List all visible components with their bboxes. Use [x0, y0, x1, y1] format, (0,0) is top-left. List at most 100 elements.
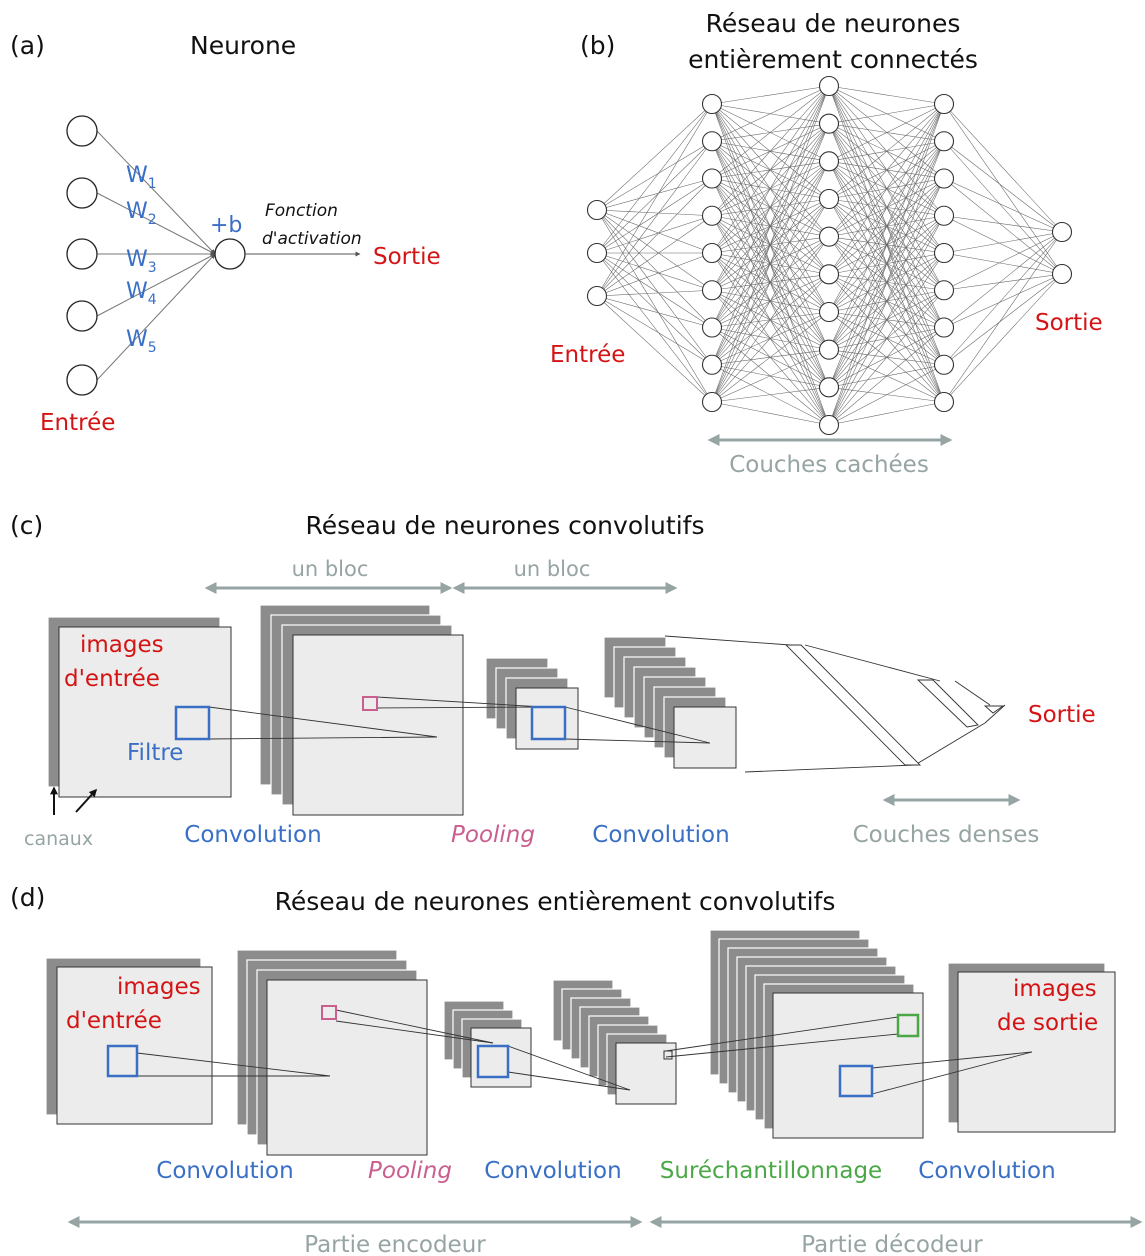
mlp-edge [943, 273, 1063, 403]
neuron-connections [96, 130, 216, 381]
mlp-edge [711, 198, 830, 403]
mlp-edge [596, 252, 713, 365]
neuron-edge-5 [96, 253, 216, 381]
dense-layer-1 [784, 644, 922, 766]
upsampling-label: Suréchantillonnage [660, 1158, 882, 1184]
mlp-edge [711, 274, 830, 403]
channels-arrow-2 [75, 788, 98, 813]
weight-label-3: W3 [126, 247, 157, 276]
mlp-neuron-layer-2 [701, 168, 723, 189]
mlp-neurons [586, 75, 1073, 436]
mlp-edge [828, 178, 945, 426]
mlp-edge [828, 103, 945, 426]
mlp-neuron-layer-3 [818, 113, 840, 134]
mlp-edge [711, 161, 830, 403]
mlp-edge [711, 123, 830, 403]
mlp-neuron-layer-2 [701, 317, 723, 338]
mlp-edge [596, 252, 713, 291]
panel-d-label: (d) [10, 883, 45, 912]
mlp-edge [596, 295, 713, 365]
mlp-edge [596, 295, 713, 328]
mlp-edge [828, 252, 945, 426]
mlp-edge [828, 103, 945, 162]
mlp-edge [711, 236, 830, 403]
mlp-edge [596, 215, 713, 254]
panel-d: (d) Réseau de neurones entièrement convo… [10, 883, 1143, 1256]
panel-a-label: (a) [10, 31, 45, 60]
mlp-edge [828, 364, 945, 426]
fcn-filter-box-2 [476, 1044, 510, 1079]
fcn-conv2-label: Convolution [484, 1158, 621, 1184]
feature-map-layer [957, 971, 1116, 1133]
mlp-edge [943, 252, 1063, 275]
hidden-layers-label: Couches cachées [729, 452, 929, 478]
mlp-edge [828, 215, 945, 426]
mlp-edge [828, 401, 945, 426]
panel-b-label: (b) [580, 31, 615, 60]
fcn-conv3-label: Convolution [918, 1158, 1055, 1184]
mlp-edge [596, 252, 713, 403]
fcn-conv1-stack [236, 949, 428, 1156]
encoder-label: Partie encodeur [304, 1232, 486, 1256]
mlp-edge [943, 231, 1063, 365]
panel-d-title: Réseau de neurones entièrement convoluti… [275, 887, 836, 916]
feature-map-layer [292, 634, 464, 816]
mlp-edge [711, 311, 830, 403]
cnn-input-label-line2: d'entrée [64, 666, 160, 692]
mlp-edge [943, 231, 1063, 291]
neuron-input-node-1 [66, 115, 98, 147]
mlp-edge [828, 141, 945, 426]
mlp-neuron-layer-2 [701, 205, 723, 226]
panel-c-title: Réseau de neurones convolutifs [306, 511, 705, 540]
mlp-edge [596, 215, 713, 297]
mlp-neuron-layer-3 [818, 377, 840, 398]
panel-a: (a) Neurone W1 W2 W3 W4 W5 +b Fonction d… [10, 31, 441, 436]
mlp-edge [943, 231, 1063, 403]
fcn-filter-box-3 [838, 1064, 874, 1098]
neuron-input-node-2 [66, 177, 98, 209]
neuron-input-node-3 [66, 238, 98, 270]
mlp-edge [943, 103, 1063, 233]
upsampling-box [896, 1013, 920, 1038]
panel-a-title: Neurone [190, 31, 296, 60]
cnn-input-label-line1: images [80, 632, 164, 658]
mlp-edge [711, 85, 830, 254]
fcn-output-stack [947, 962, 1116, 1133]
neuron-edge-2 [96, 192, 216, 255]
fcn-input-label-line2: d'entrée [66, 1008, 162, 1034]
fcn-pooling-label: Pooling [368, 1158, 452, 1184]
panel-c-label: (c) [10, 511, 43, 540]
activation-label-line2: d'activation [262, 229, 362, 249]
mlp-edge [596, 209, 713, 254]
fcn-pooling-box [321, 1005, 337, 1020]
mlp-edge [828, 290, 945, 426]
mlp-neuron-layer-3 [818, 339, 840, 360]
mlp-edge [596, 178, 713, 211]
mlp-edge [943, 273, 1063, 291]
mlp-edge [711, 85, 830, 291]
dense-layer-2 [916, 679, 979, 728]
dense-label: Couches denses [853, 822, 1040, 848]
dense-layers [784, 644, 1005, 766]
mlp-edge [596, 103, 713, 211]
mlp-edge [711, 85, 830, 105]
mlp-edge [828, 103, 945, 313]
block2-label: un bloc [514, 557, 591, 581]
feature-map-layer [673, 706, 737, 769]
mlp-edge [711, 387, 830, 403]
neuron-input-node-4 [66, 300, 98, 332]
mlp-edge [828, 103, 945, 237]
cnn-conv2-label: Convolution [592, 822, 729, 848]
mlp-edge [943, 231, 1063, 328]
mlp-edge [711, 85, 830, 142]
fcn-projection-lines [136, 1009, 1033, 1095]
filter-box-2 [530, 705, 567, 741]
mlp-neuron-layer-2 [701, 391, 723, 413]
mlp-neuron-layer-2 [701, 354, 723, 375]
mlp-edge [711, 349, 830, 403]
fcn-input-label-line1: images [117, 974, 201, 1000]
mlp-edge [596, 209, 713, 291]
mlp-edge [596, 209, 713, 328]
